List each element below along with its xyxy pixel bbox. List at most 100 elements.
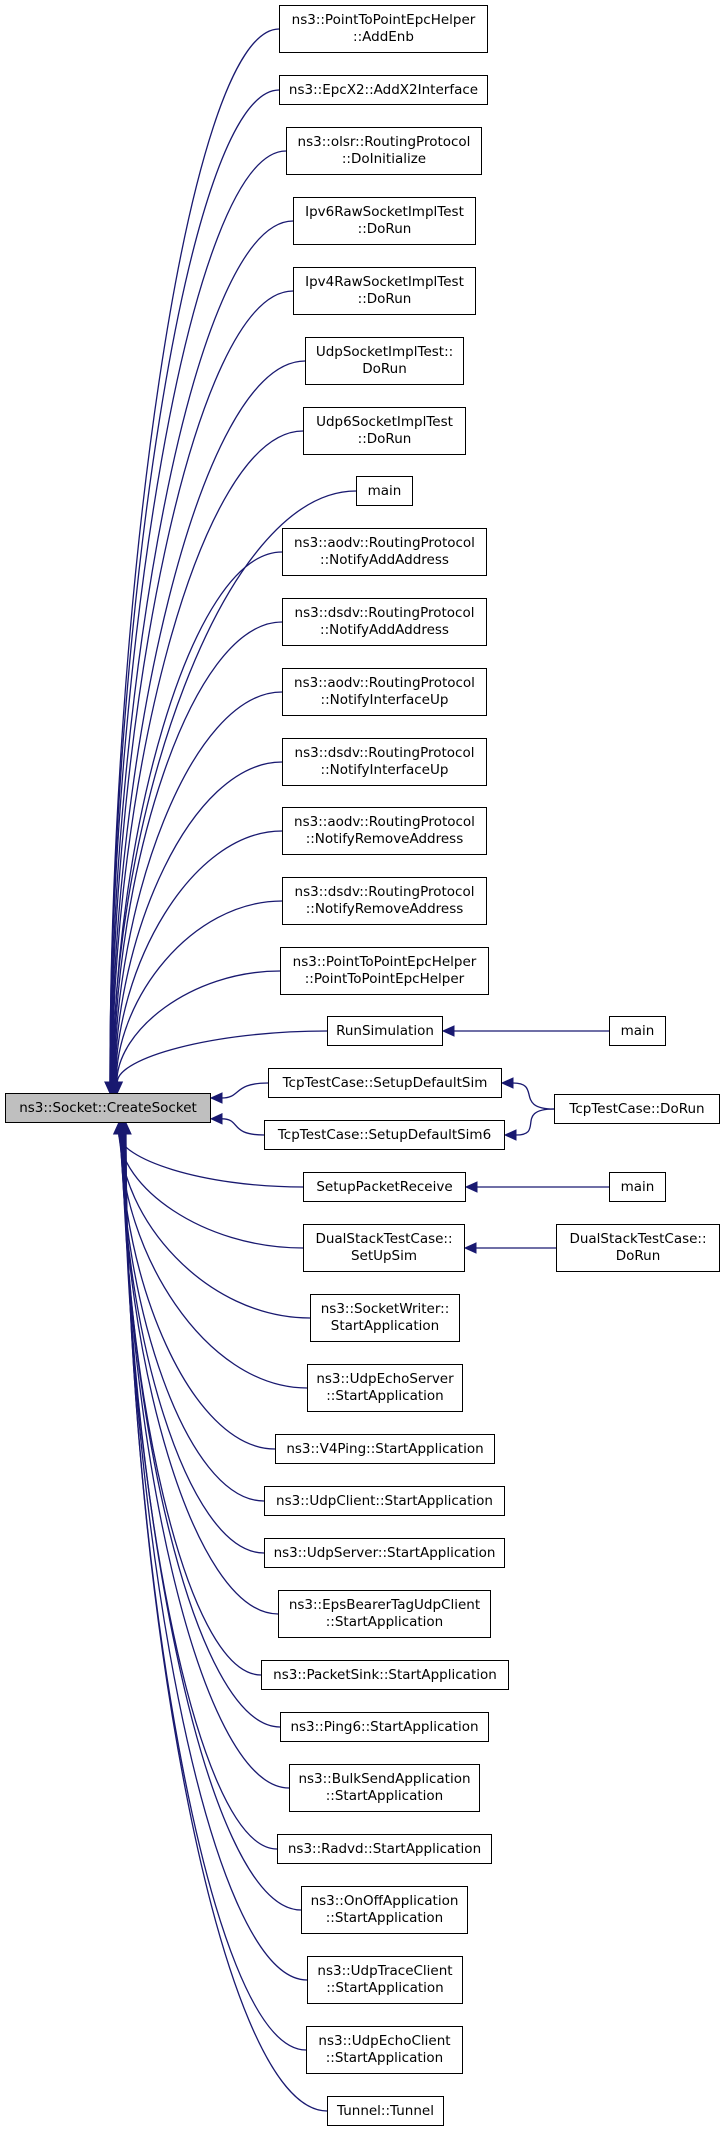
call-edge xyxy=(115,900,283,1083)
call-edge xyxy=(221,1082,269,1099)
function-node-n19[interactable]: SetupPacketReceive xyxy=(303,1172,466,1202)
function-node-m1[interactable]: main xyxy=(609,1016,666,1046)
function-node-label-line: ::StartApplication xyxy=(325,2050,444,2066)
function-node-m3[interactable]: main xyxy=(609,1172,666,1202)
function-node-n28[interactable]: ns3::Ping6::StartApplication xyxy=(280,1712,489,1742)
function-node-n5[interactable]: Ipv4RawSocketImplTest::DoRun xyxy=(293,267,476,315)
function-node-n21[interactable]: ns3::SocketWriter::StartApplication xyxy=(310,1294,460,1342)
function-node-n13[interactable]: ns3::aodv::RoutingProtocol::NotifyRemove… xyxy=(282,807,487,855)
call-edge xyxy=(515,1108,555,1136)
function-node-label: ns3::dsdv::RoutingProtocol::NotifyInterf… xyxy=(295,745,475,779)
function-node-n20[interactable]: DualStackTestCase::SetUpSim xyxy=(303,1224,465,1272)
function-node-label: ns3::Ping6::StartApplication xyxy=(290,1719,478,1736)
function-node-n4[interactable]: Ipv6RawSocketImplTest::DoRun xyxy=(293,197,476,245)
function-node-label: ns3::BulkSendApplication::StartApplicati… xyxy=(298,1771,470,1805)
function-node-m4[interactable]: DualStackTestCase::DoRun xyxy=(556,1224,720,1272)
call-edge xyxy=(109,150,287,1083)
function-node-label: ns3::aodv::RoutingProtocol::NotifyAddAdd… xyxy=(294,535,475,569)
function-node-n33[interactable]: ns3::UdpEchoClient::StartApplication xyxy=(306,2026,463,2074)
function-node-label-line: Tunnel::Tunnel xyxy=(337,2102,434,2119)
function-node-label-line: Udp6SocketImplTest xyxy=(316,414,453,430)
function-node-n34[interactable]: Tunnel::Tunnel xyxy=(327,2096,444,2126)
function-node-n8[interactable]: main xyxy=(356,476,413,506)
function-node-label-line: main xyxy=(620,1178,655,1195)
function-node-label-line: ns3::dsdv::RoutingProtocol xyxy=(294,745,475,761)
function-node-label: ns3::UdpClient::StartApplication xyxy=(276,1493,493,1510)
function-node-label-line: Ipv4RawSocketImplTest xyxy=(305,274,464,290)
function-node-label: ns3::Radvd::StartApplication xyxy=(288,1841,481,1858)
function-node-label-line: RunSimulation xyxy=(336,1022,434,1039)
function-node-m2[interactable]: TcpTestCase::DoRun xyxy=(554,1094,720,1124)
function-node-label-line: ns3::UdpTraceClient xyxy=(317,1963,453,1979)
function-node-label-line: ::StartApplication xyxy=(326,1980,444,1996)
function-node-n22[interactable]: ns3::UdpEchoServer::StartApplication xyxy=(307,1364,463,1412)
call-edge xyxy=(111,430,304,1083)
function-node-n14[interactable]: ns3::dsdv::RoutingProtocol::NotifyRemove… xyxy=(282,877,487,925)
function-node-label-line: ::StartApplication xyxy=(325,1788,444,1804)
function-node-label-line: ::PointToPointEpcHelper xyxy=(304,971,465,987)
call-edge xyxy=(125,1133,328,2112)
function-node-label: Tunnel::Tunnel xyxy=(337,2103,434,2120)
call-edge xyxy=(109,89,280,1083)
function-node-label-line: ns3::UdpClient::StartApplication xyxy=(276,1492,493,1509)
function-node-label: Ipv4RawSocketImplTest::DoRun xyxy=(305,274,464,308)
function-node-label-line: ns3::SocketWriter:: xyxy=(320,1301,450,1317)
function-node-n11[interactable]: ns3::aodv::RoutingProtocol::NotifyInterf… xyxy=(282,668,487,716)
function-node-label: ns3::dsdv::RoutingProtocol::NotifyAddAdd… xyxy=(295,605,475,639)
function-node-label-line: ::NotifyRemoveAddress xyxy=(305,901,464,917)
call-edge-arrowhead xyxy=(463,1242,477,1254)
function-node-n2[interactable]: ns3::EpcX2::AddX2Interface xyxy=(279,75,488,105)
function-node-label-line: TcpTestCase::SetupDefaultSim xyxy=(282,1074,488,1091)
function-node-label: ns3::UdpTraceClient::StartApplication xyxy=(317,1963,452,1997)
function-node-n16[interactable]: RunSimulation xyxy=(327,1016,443,1046)
function-node-label: ns3::olsr::RoutingProtocol::DoInitialize xyxy=(298,134,471,168)
function-node-n7[interactable]: Udp6SocketImplTest::DoRun xyxy=(303,407,466,455)
function-node-label-line: ::DoRun xyxy=(357,431,412,447)
function-node-n9[interactable]: ns3::aodv::RoutingProtocol::NotifyAddAdd… xyxy=(282,528,487,576)
function-node-n27[interactable]: ns3::PacketSink::StartApplication xyxy=(261,1660,509,1690)
function-node-n29[interactable]: ns3::BulkSendApplication::StartApplicati… xyxy=(289,1764,480,1812)
function-node-label-line: main xyxy=(620,1022,655,1039)
function-node-label-line: ::NotifyInterfaceUp xyxy=(320,762,449,778)
function-node-n31[interactable]: ns3::OnOffApplication::StartApplication xyxy=(301,1886,468,1934)
function-node-label-line: SetupPacketReceive xyxy=(316,1178,453,1195)
function-node-label-line: DualStackTestCase:: xyxy=(569,1231,707,1247)
call-edge-arrowhead xyxy=(503,1129,517,1141)
call-edge xyxy=(221,1118,265,1136)
function-node-label-line: DoRun xyxy=(362,361,407,377)
function-node-n15[interactable]: ns3::PointToPointEpcHelper::PointToPoint… xyxy=(280,947,489,995)
function-node-label-line: ns3::aodv::RoutingProtocol xyxy=(294,675,475,691)
function-node-label: ns3::OnOffApplication::StartApplication xyxy=(311,1893,459,1927)
function-node-label-line: ns3::dsdv::RoutingProtocol xyxy=(294,884,475,900)
call-edge-arrowhead xyxy=(111,1081,124,1095)
function-node-label-line: TcpTestCase::DoRun xyxy=(569,1100,705,1117)
function-node-n30[interactable]: ns3::Radvd::StartApplication xyxy=(277,1834,492,1864)
function-node-n24[interactable]: ns3::UdpClient::StartApplication xyxy=(264,1486,505,1516)
function-node-label-line: ::AddEnb xyxy=(353,29,414,45)
function-node-label: ns3::dsdv::RoutingProtocol::NotifyRemove… xyxy=(295,884,475,918)
function-node-label: ns3::PointToPointEpcHelper::AddEnb xyxy=(292,12,476,46)
function-node-label: ns3::V4Ping::StartApplication xyxy=(286,1441,483,1458)
function-node-n26[interactable]: ns3::EpsBearerTagUdpClient::StartApplica… xyxy=(278,1590,491,1638)
function-node-n6[interactable]: UdpSocketImplTest::DoRun xyxy=(305,337,464,385)
call-edge xyxy=(110,290,294,1083)
call-edge xyxy=(113,621,283,1083)
root-function-node[interactable]: ns3::Socket::CreateSocket xyxy=(5,1093,211,1123)
function-node-label: DualStackTestCase::SetUpSim xyxy=(315,1231,452,1265)
function-node-n18[interactable]: TcpTestCase::SetupDefaultSim6 xyxy=(264,1120,505,1150)
function-node-label-line: TcpTestCase::SetupDefaultSim6 xyxy=(277,1126,492,1143)
function-node-label-line: UdpSocketImplTest:: xyxy=(315,344,454,360)
call-edge xyxy=(109,220,294,1083)
function-node-n10[interactable]: ns3::dsdv::RoutingProtocol::NotifyAddAdd… xyxy=(282,598,487,646)
function-node-n1[interactable]: ns3::PointToPointEpcHelper::AddEnb xyxy=(279,5,488,53)
function-node-n32[interactable]: ns3::UdpTraceClient::StartApplication xyxy=(307,1956,463,2004)
function-node-n23[interactable]: ns3::V4Ping::StartApplication xyxy=(275,1434,495,1464)
function-node-n12[interactable]: ns3::dsdv::RoutingProtocol::NotifyInterf… xyxy=(282,738,487,786)
function-node-label: TcpTestCase::DoRun xyxy=(569,1101,704,1118)
function-node-n3[interactable]: ns3::olsr::RoutingProtocol::DoInitialize xyxy=(286,127,482,175)
function-node-n25[interactable]: ns3::UdpServer::StartApplication xyxy=(264,1538,505,1568)
function-node-label-line: ns3::V4Ping::StartApplication xyxy=(286,1440,484,1457)
function-node-n17[interactable]: TcpTestCase::SetupDefaultSim xyxy=(268,1068,502,1098)
